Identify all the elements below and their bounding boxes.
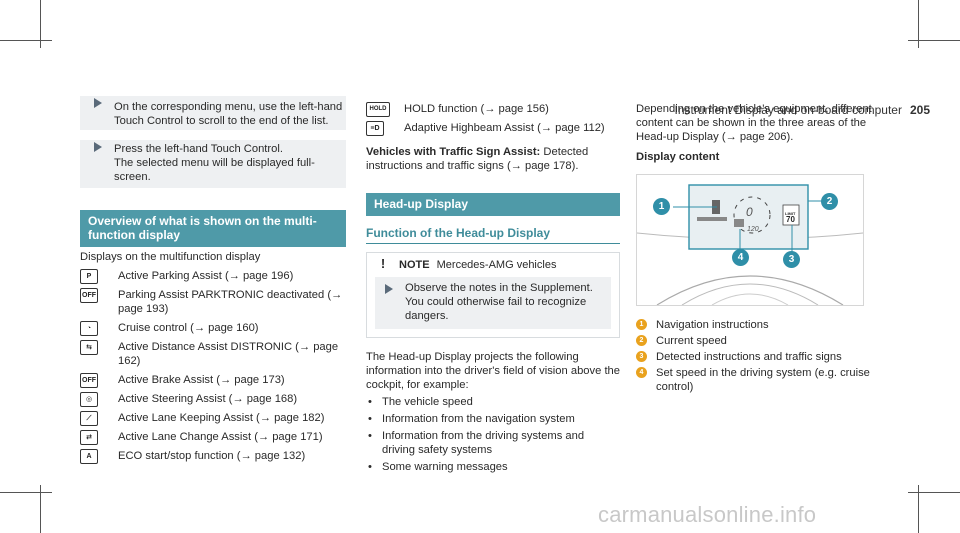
set-speed-value: 120 bbox=[747, 226, 759, 233]
callout-1-icon: 1 bbox=[653, 198, 670, 215]
crop-mark bbox=[908, 40, 960, 41]
display-content-heading: Display content bbox=[636, 151, 720, 163]
crop-mark bbox=[40, 0, 41, 48]
page-header: Instrument Display and on-board computer… bbox=[640, 103, 930, 117]
hud-illustration bbox=[637, 184, 863, 305]
note-box: ! NOTE Mercedes-AMG vehicles Observe the… bbox=[366, 252, 620, 338]
step-scroll: On the corresponding menu, use the left-… bbox=[80, 96, 346, 130]
crop-mark bbox=[0, 40, 52, 41]
distance-assist-icon: ⇆ bbox=[80, 340, 98, 355]
hud-figure: 0 120 LIMIT 70 1 2 4 3 bbox=[636, 174, 864, 306]
note-header: ! NOTE Mercedes-AMG vehicles bbox=[367, 253, 619, 277]
list-item: ⇄Active Lane Change Assist (→ page 171) bbox=[80, 430, 346, 445]
brake-assist-off-icon: OFF bbox=[80, 373, 98, 388]
list-item: Information from the navigation system bbox=[366, 412, 620, 426]
sign-limit-label: LIMIT bbox=[785, 211, 796, 216]
callout-2-icon: 2 bbox=[821, 193, 838, 210]
list-item: ⇆Active Distance Assist DISTRONIC (→ pag… bbox=[80, 340, 346, 368]
callout-3-icon: 3 bbox=[783, 251, 800, 268]
lane-keeping-icon: ⟋ bbox=[80, 411, 98, 426]
eco-start-stop-icon: A bbox=[80, 449, 98, 464]
list-item: Information from the driving systems and… bbox=[366, 429, 620, 457]
highbeam-assist-icon: ≡D bbox=[366, 121, 384, 136]
sign-limit-value: 70 bbox=[786, 215, 795, 224]
crop-mark bbox=[40, 485, 41, 533]
column-left: On the corresponding menu, use the left-… bbox=[80, 96, 346, 464]
overview-intro: Displays on the multifunction display bbox=[80, 251, 261, 263]
list-item: ⟋Active Lane Keeping Assist (→ page 182) bbox=[80, 411, 346, 426]
list-item: ◔Cruise control (→ page 160) bbox=[80, 321, 346, 336]
crop-mark bbox=[908, 492, 960, 493]
steering-assist-icon: ◎ bbox=[80, 392, 98, 407]
legend-number-4: 4 bbox=[636, 367, 647, 378]
subsection-heading-function: Function of the Head-up Display bbox=[366, 226, 551, 240]
traffic-sign-paragraph: Vehicles with Traffic Sign Assist: Detec… bbox=[366, 146, 589, 172]
divider bbox=[366, 243, 620, 244]
step-arrow-icon bbox=[385, 284, 393, 294]
list-item: ◎Active Steering Assist (→ page 168) bbox=[80, 392, 346, 407]
crop-mark bbox=[0, 492, 52, 493]
display-intro: Depending on the vehicle's equipment, di… bbox=[636, 103, 872, 143]
callout-4-icon: 4 bbox=[732, 249, 749, 266]
parktronic-off-icon: OFF bbox=[80, 288, 98, 303]
header-title: Instrument Display and on-board computer bbox=[674, 103, 902, 117]
list-item: The vehicle speed bbox=[366, 395, 620, 409]
step-press: Press the left-hand Touch Control. The s… bbox=[80, 140, 346, 188]
section-heading-hud: Head-up Display bbox=[366, 193, 620, 216]
step-arrow-icon bbox=[94, 142, 102, 152]
crop-mark bbox=[918, 0, 919, 48]
list-item: Some warning messages bbox=[366, 460, 620, 474]
crop-mark bbox=[918, 485, 919, 533]
legend-number-3: 3 bbox=[636, 351, 647, 362]
hold-icon: HOLD bbox=[366, 102, 390, 117]
legend-number-1: 1 bbox=[636, 319, 647, 330]
watermark: carmanualsonline.info bbox=[598, 502, 817, 527]
hud-intro: The Head-up Display projects the followi… bbox=[366, 351, 620, 391]
lane-change-icon: ⇄ bbox=[80, 430, 98, 445]
column-right: Depending on the vehicle's equipment, di… bbox=[636, 96, 898, 394]
page-number: 205 bbox=[909, 103, 930, 117]
parking-assist-icon: P bbox=[80, 269, 98, 284]
warning-icon: ! bbox=[377, 257, 389, 271]
note-body: Observe the notes in the Supplement. You… bbox=[375, 277, 611, 329]
legend-number-2: 2 bbox=[636, 335, 647, 346]
current-speed-value: 0 bbox=[746, 205, 753, 219]
step-arrow-icon bbox=[94, 98, 102, 108]
section-heading-overview: Overview of what is shown on the multi-f… bbox=[80, 210, 346, 247]
cruise-control-icon: ◔ bbox=[80, 321, 98, 336]
